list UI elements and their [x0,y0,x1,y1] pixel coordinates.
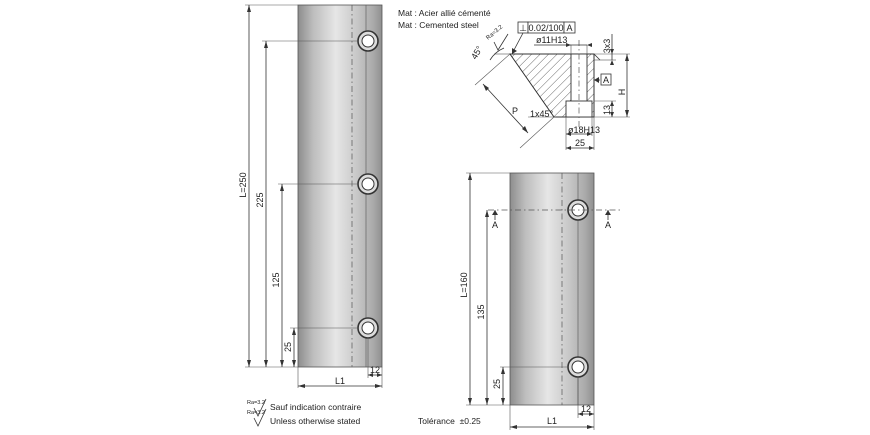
section-bore-large-label: ø18H13 [568,125,600,135]
left-dim-length [247,5,251,367]
section-mark-left: A [492,210,498,230]
svg-text:A: A [492,220,498,230]
section-mark-right: A [605,210,611,230]
section-roughness-symbol: Ra=3.2 [485,24,509,51]
section-3x3-label: 3x3 [602,39,612,54]
left-bar-hole [357,30,379,52]
section-width-label: 25 [575,138,585,148]
left-bar-hole [357,173,379,195]
right-bar-view: A A L=160 135 25 [459,172,622,430]
material-fr: Mat : Acier allié cémenté [398,8,491,18]
left-dim-225-label: 225 [255,192,265,207]
right-length-label: L=160 [459,272,469,297]
note-fr: Sauf indication contraire [270,402,361,412]
right-offset-label: 12 [581,404,591,414]
section-h-label: H [617,89,627,96]
section-chamfer-label: 1x45° [530,109,554,119]
section-bore-small-label: ø11H13 [536,35,567,45]
material-en: Mat : Cemented steel [398,20,479,30]
right-dim-length [468,173,472,405]
left-bar-hole [357,317,379,339]
right-width-label: L1 [547,416,557,426]
right-dim-135 [485,210,489,405]
tolerance-value: 0.02/100 [528,23,563,33]
roughness-symbol-label: Ra=3.2 [247,400,265,406]
left-length-label: L=250 [238,172,248,197]
right-dim-width [510,425,594,429]
svg-text:A: A [603,75,609,85]
section-view: P 45° Ra=3.2 1x45° ⊥ 0.02/100 A ø11H13 [469,21,630,150]
left-dim-offset [368,373,382,377]
svg-text:Ra=3.2: Ra=3.2 [247,410,265,416]
left-bar-view: L=250 225 125 25 L1 12 [238,4,383,388]
section-datum-a: A [594,73,612,86]
left-dim-25-label: 25 [283,342,293,352]
section-dim-13 [610,101,614,117]
right-dim-135-label: 135 [476,304,486,319]
note-en: Unless otherwise stated [270,416,361,426]
left-offset-label: 12 [370,365,380,375]
right-bar-hole [567,356,589,378]
left-width-label: L1 [335,376,345,386]
right-dim-25-label: 25 [492,379,502,389]
section-dim-h [625,54,629,117]
tolerance-note: Tolérance ±0.25 [418,416,481,426]
right-dim-offset [578,412,594,416]
svg-text:Ra=3.2: Ra=3.2 [485,24,504,42]
section-angle-label: 45° [469,44,485,61]
right-dim-25 [501,367,505,405]
roughness-check-icon [253,398,267,417]
tolerance-datum: A [566,23,572,33]
left-dim-225 [264,41,268,367]
general-roughness-note: Ra=3.2 Sauf indication contraire Ra=3.2 … [247,398,361,427]
left-dim-125-label: 125 [271,272,281,287]
left-dim-125 [280,184,284,367]
left-dim-width [298,384,382,388]
section-dim-3x3 [610,34,614,65]
svg-text:A: A [605,220,611,230]
left-dim-25 [292,328,296,367]
tolerance-frame: ⊥ 0.02/100 A [512,21,576,54]
section-13-label: 13 [602,105,612,115]
section-p-dim [482,83,529,134]
section-p-label: P [512,106,518,116]
tolerance-symbol: ⊥ [519,23,527,33]
